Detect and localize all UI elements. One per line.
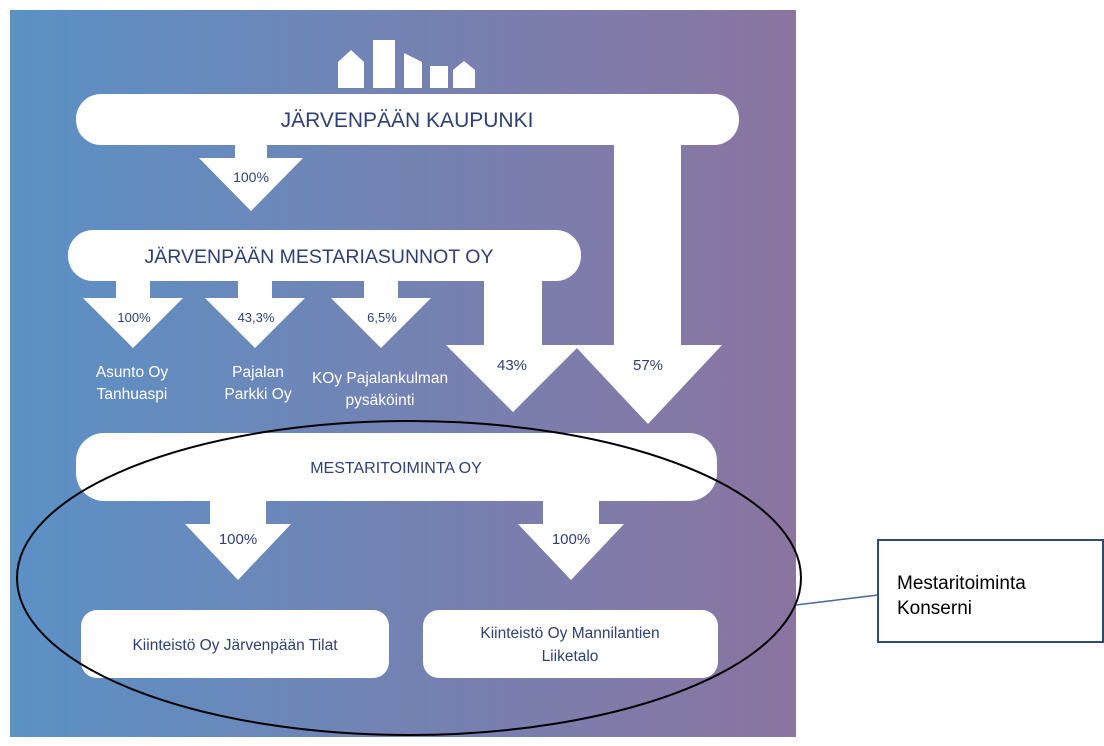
- city-skyline-icon: [338, 40, 475, 88]
- child-2-name-line2: Liiketalo: [542, 648, 599, 665]
- child-2-name-line1: Kiinteistö Oy Mannilantien: [480, 625, 659, 642]
- arrow-child-2: [518, 500, 624, 580]
- callout-line2: Konserni: [897, 598, 972, 619]
- callout-box: [877, 539, 1104, 643]
- child-1-pct: 100%: [219, 531, 257, 548]
- group-ellipse: [16, 420, 802, 736]
- callout-line1: Mestaritoiminta: [897, 573, 1026, 594]
- mid-entity-box: [68, 230, 581, 281]
- arrow-mid-to-toiminta: [446, 280, 580, 412]
- child-1-name: Kiinteistö Oy Järvenpään Tilat: [132, 637, 338, 654]
- subsidiary-2-name-line1: Pajalan: [232, 364, 284, 381]
- subsidiary-3-name-line1: KOy Pajalankulman: [312, 370, 448, 387]
- top-entity-box: [76, 94, 739, 145]
- arrow-subsidiary-2: [205, 280, 305, 348]
- subsidiary-1-pct: 100%: [117, 310, 151, 325]
- parent-entity-box: [76, 433, 717, 501]
- arrow-kaupunki-to-toiminta-pct: 57%: [633, 357, 663, 374]
- arrow-mid-to-toiminta-pct: 43%: [497, 357, 527, 374]
- arrow-top-to-mid-pct: 100%: [233, 169, 269, 185]
- arrow-subsidiary-3: [331, 280, 431, 348]
- subsidiary-1-name-line1: Asunto Oy: [96, 364, 169, 381]
- child-2-box: [423, 610, 718, 678]
- callout-connector: [795, 594, 879, 618]
- arrow-top-to-mid: [199, 144, 303, 211]
- arrow-child-1: [185, 500, 291, 580]
- child-2-pct: 100%: [552, 531, 590, 548]
- subsidiary-2-pct: 43,3%: [238, 310, 275, 325]
- subsidiary-1-name-line2: Tanhuaspi: [97, 386, 168, 403]
- child-1-box: [81, 610, 389, 678]
- mid-entity-label: JÄRVENPÄÄN MESTARIASUNNOT OY: [145, 246, 494, 268]
- subsidiary-2-name-line2: Parkki Oy: [224, 386, 291, 403]
- top-entity-label: JÄRVENPÄÄN KAUPUNKI: [281, 109, 534, 132]
- subsidiary-3-pct: 6,5%: [367, 310, 397, 325]
- subsidiary-3-name-line2: pysäköinti: [346, 392, 415, 409]
- arrow-kaupunki-to-toiminta: [574, 144, 722, 424]
- parent-entity-label: MESTARITOIMINTA OY: [310, 460, 482, 477]
- arrow-subsidiary-1: [83, 280, 183, 348]
